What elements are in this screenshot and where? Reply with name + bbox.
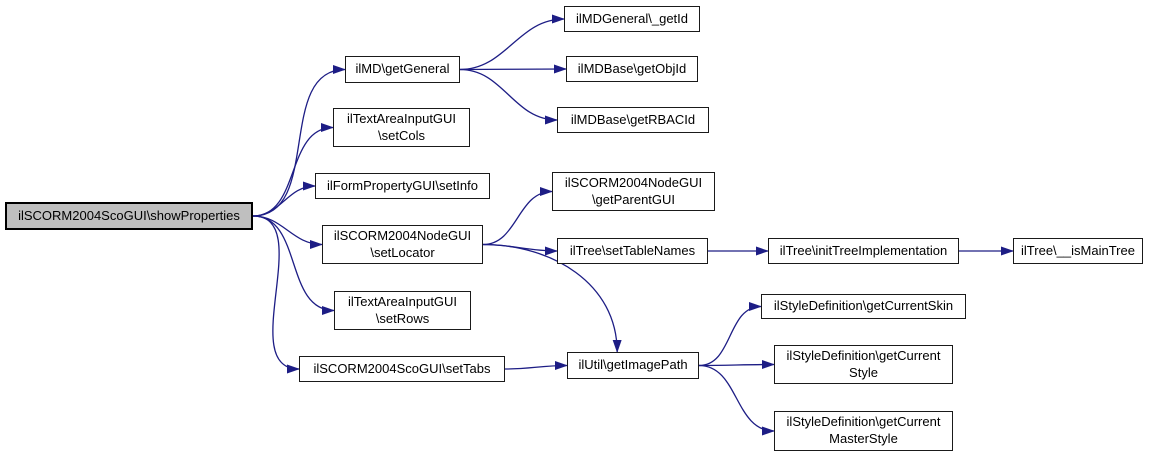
graph-node-get-general[interactable]: ilMD\getGeneral — [345, 56, 460, 83]
graph-node-md-base-get-rbac-id[interactable]: ilMDBase\getRBACId — [557, 107, 709, 133]
edge-show-properties--set-locator — [252, 215, 323, 249]
graph-node-set-info[interactable]: ilFormPropertyGUI\setInfo — [315, 173, 490, 199]
graph-node-get-current-skin[interactable]: ilStyleDefinition\getCurrentSkin — [761, 294, 966, 319]
edge-show-properties--set-tabs — [252, 215, 300, 374]
edge-get-general--md-base-get-obj-id — [459, 64, 567, 74]
graph-node-get-parent-gui[interactable]: ilSCORM2004NodeGUI \getParentGUI — [552, 172, 715, 211]
graph-node-set-locator[interactable]: ilSCORM2004NodeGUI \setLocator — [322, 225, 483, 264]
graph-node-set-cols[interactable]: ilTextAreaInputGUI \setCols — [333, 108, 470, 147]
edge-set-locator--get-parent-gui — [482, 187, 553, 246]
edge-get-general--md-base-get-rbac-id — [459, 68, 558, 125]
graph-node-md-general-get-id[interactable]: ilMDGeneral\_getId — [564, 6, 700, 32]
edge-set-locator--get-image-path — [482, 243, 622, 353]
edge-get-image-path--get-current-skin — [698, 302, 762, 367]
graph-node-set-table-names[interactable]: ilTree\setTableNames — [557, 238, 708, 264]
graph-node-get-current-master-style[interactable]: ilStyleDefinition\getCurrent MasterStyle — [774, 411, 953, 451]
graph-node-init-tree-implementation[interactable]: ilTree\initTreeImplementation — [768, 238, 959, 264]
edge-get-image-path--get-current-master-style — [698, 364, 775, 436]
graph-node-set-rows[interactable]: ilTextAreaInputGUI \setRows — [334, 291, 471, 330]
edge-get-general--md-general-get-id — [459, 14, 565, 71]
graph-node-md-base-get-obj-id[interactable]: ilMDBase\getObjId — [566, 56, 698, 82]
edge-set-tabs--get-image-path — [504, 361, 568, 371]
graph-node-get-image-path[interactable]: ilUtil\getImagePath — [567, 352, 699, 379]
graph-node-show-properties: ilSCORM2004ScoGUI\showProperties — [5, 202, 253, 230]
edge-show-properties--set-cols — [252, 123, 334, 217]
edge-show-properties--set-info — [252, 181, 316, 217]
edge-get-image-path--get-current-style — [698, 360, 775, 370]
graph-node-set-tabs[interactable]: ilSCORM2004ScoGUI\setTabs — [299, 356, 505, 382]
graph-node-is-main-tree[interactable]: ilTree\__isMainTree — [1013, 238, 1143, 264]
graph-node-get-current-style[interactable]: ilStyleDefinition\getCurrent Style — [774, 345, 953, 384]
